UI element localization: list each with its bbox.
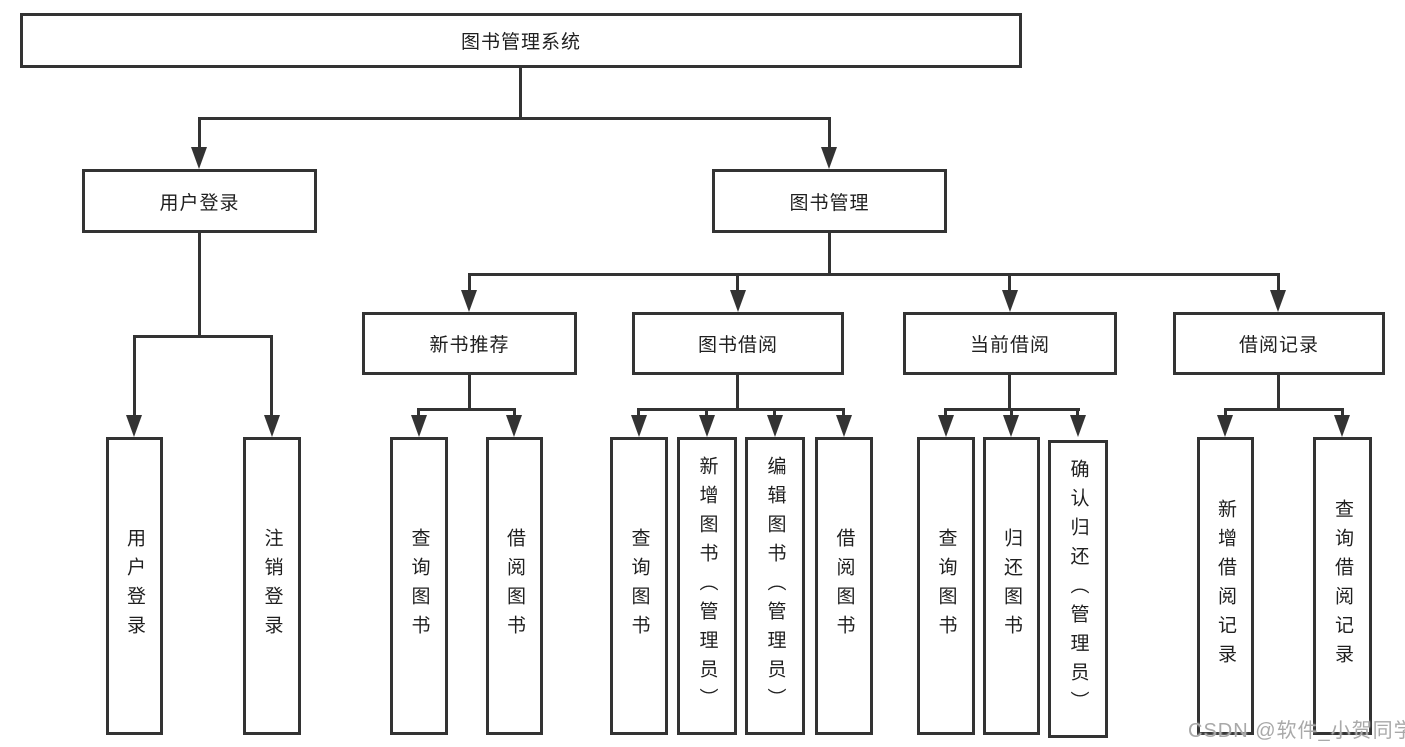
connector-drop-current-borrow: [1008, 273, 1011, 292]
leaf-label: 注销登录: [261, 528, 283, 644]
arrow-down-icon: [1002, 290, 1018, 312]
arrow-down-icon: [126, 415, 142, 437]
arrow-down-icon: [191, 147, 207, 169]
leaf-label: 查询图书: [408, 528, 430, 644]
arrow-down-icon: [411, 415, 427, 437]
connector-drop-new-book-recommend: [468, 273, 471, 292]
leaf-edit-books-admin: 编辑图书（管理员）: [745, 437, 805, 735]
leaf-label: 查询借阅记录: [1332, 499, 1353, 673]
connector-drop-user-login-leaf: [133, 335, 136, 416]
arrow-down-icon: [767, 415, 783, 437]
node-library-management-system: 图书管理系统: [20, 13, 1022, 68]
connector-leaf-branch-records: [1224, 408, 1344, 411]
connector-drop-user-login: [198, 117, 201, 149]
connector-drop-leaf: [1341, 408, 1344, 418]
connector-current-borrow-stem: [1008, 375, 1011, 408]
leaf-query-borrow-record: 查询借阅记录: [1313, 437, 1372, 735]
connector-drop-leaf: [1224, 408, 1227, 418]
connector-drop-leaf: [1010, 408, 1013, 418]
arrow-down-icon: [461, 290, 477, 312]
connector-drop-leaf: [705, 408, 708, 418]
connector-drop-leaf: [513, 408, 516, 418]
leaf-user-login: 用户登录: [106, 437, 163, 735]
connector-borrow-records-stem: [1277, 375, 1280, 408]
leaf-label: 编辑图书（管理员）: [764, 455, 786, 717]
leaf-label: 归还图书: [1001, 528, 1022, 644]
connector-book-borrow-stem: [736, 375, 739, 408]
arrow-down-icon: [836, 415, 852, 437]
connector-drop-leaf: [417, 408, 420, 418]
arrow-down-icon: [1070, 415, 1086, 437]
arrow-down-icon: [938, 415, 954, 437]
arrow-down-icon: [821, 147, 837, 169]
leaf-label: 借阅图书: [504, 528, 525, 644]
arrow-down-icon: [1334, 415, 1350, 437]
connector-drop-leaf: [842, 408, 845, 418]
leaf-return-books: 归还图书: [983, 437, 1040, 735]
leaf-confirm-return-admin: 确认归还（管理员）: [1048, 440, 1108, 738]
node-borrow-records: 借阅记录: [1173, 312, 1385, 375]
leaf-label: 查询图书: [628, 528, 650, 644]
connector-user-login-stem: [198, 233, 201, 335]
arrow-down-icon: [1003, 415, 1019, 437]
node-current-borrow: 当前借阅: [903, 312, 1117, 375]
connector-leaf-branch-borrow: [637, 408, 845, 411]
arrow-down-icon: [506, 415, 522, 437]
arrow-down-icon: [699, 415, 715, 437]
connector-book-management-stem: [828, 233, 831, 273]
connector-leaf-branch-recommend: [417, 408, 516, 411]
arrow-down-icon: [631, 415, 647, 437]
connector-level1-branch: [198, 117, 831, 120]
leaf-query-books-3: 查询图书: [917, 437, 975, 735]
connector-drop-borrow-records: [1277, 273, 1280, 292]
arrow-down-icon: [264, 415, 280, 437]
leaf-borrow-books-1: 借阅图书: [486, 437, 543, 735]
leaf-add-books-admin: 新增图书（管理员）: [677, 437, 737, 735]
leaf-label: 用户登录: [124, 528, 145, 644]
leaf-label: 新增借阅记录: [1215, 499, 1236, 673]
leaf-label: 新增图书（管理员）: [696, 455, 718, 717]
connector-drop-leaf: [944, 408, 947, 418]
node-user-login: 用户登录: [82, 169, 317, 233]
arrow-down-icon: [730, 290, 746, 312]
leaf-label: 查询图书: [935, 528, 957, 644]
connector-drop-book-management: [828, 117, 831, 149]
leaf-label: 确认归还（管理员）: [1067, 458, 1089, 720]
connector-drop-logout: [270, 335, 273, 416]
leaf-add-borrow-record: 新增借阅记录: [1197, 437, 1254, 735]
connector-drop-book-borrow: [736, 273, 739, 292]
connector-drop-leaf: [773, 408, 776, 418]
leaf-label: 借阅图书: [833, 528, 855, 644]
arrow-down-icon: [1270, 290, 1286, 312]
connector-user-login-branch: [133, 335, 273, 338]
node-new-book-recommend: 新书推荐: [362, 312, 577, 375]
connector-drop-leaf: [637, 408, 640, 418]
connector-level2-branch: [468, 273, 1279, 276]
node-book-borrow: 图书借阅: [632, 312, 844, 375]
arrow-down-icon: [1217, 415, 1233, 437]
node-book-management: 图书管理: [712, 169, 947, 233]
csdn-watermark: CSDN @软件_小贺同学: [1188, 720, 1405, 742]
leaf-logout: 注销登录: [243, 437, 301, 735]
connector-root-stem: [519, 68, 522, 118]
leaf-query-books-1: 查询图书: [390, 437, 448, 735]
connector-drop-leaf: [1076, 408, 1079, 418]
connector-new-book-recommend-stem: [468, 375, 471, 408]
leaf-borrow-books-2: 借阅图书: [815, 437, 873, 735]
leaf-query-books-2: 查询图书: [610, 437, 668, 735]
